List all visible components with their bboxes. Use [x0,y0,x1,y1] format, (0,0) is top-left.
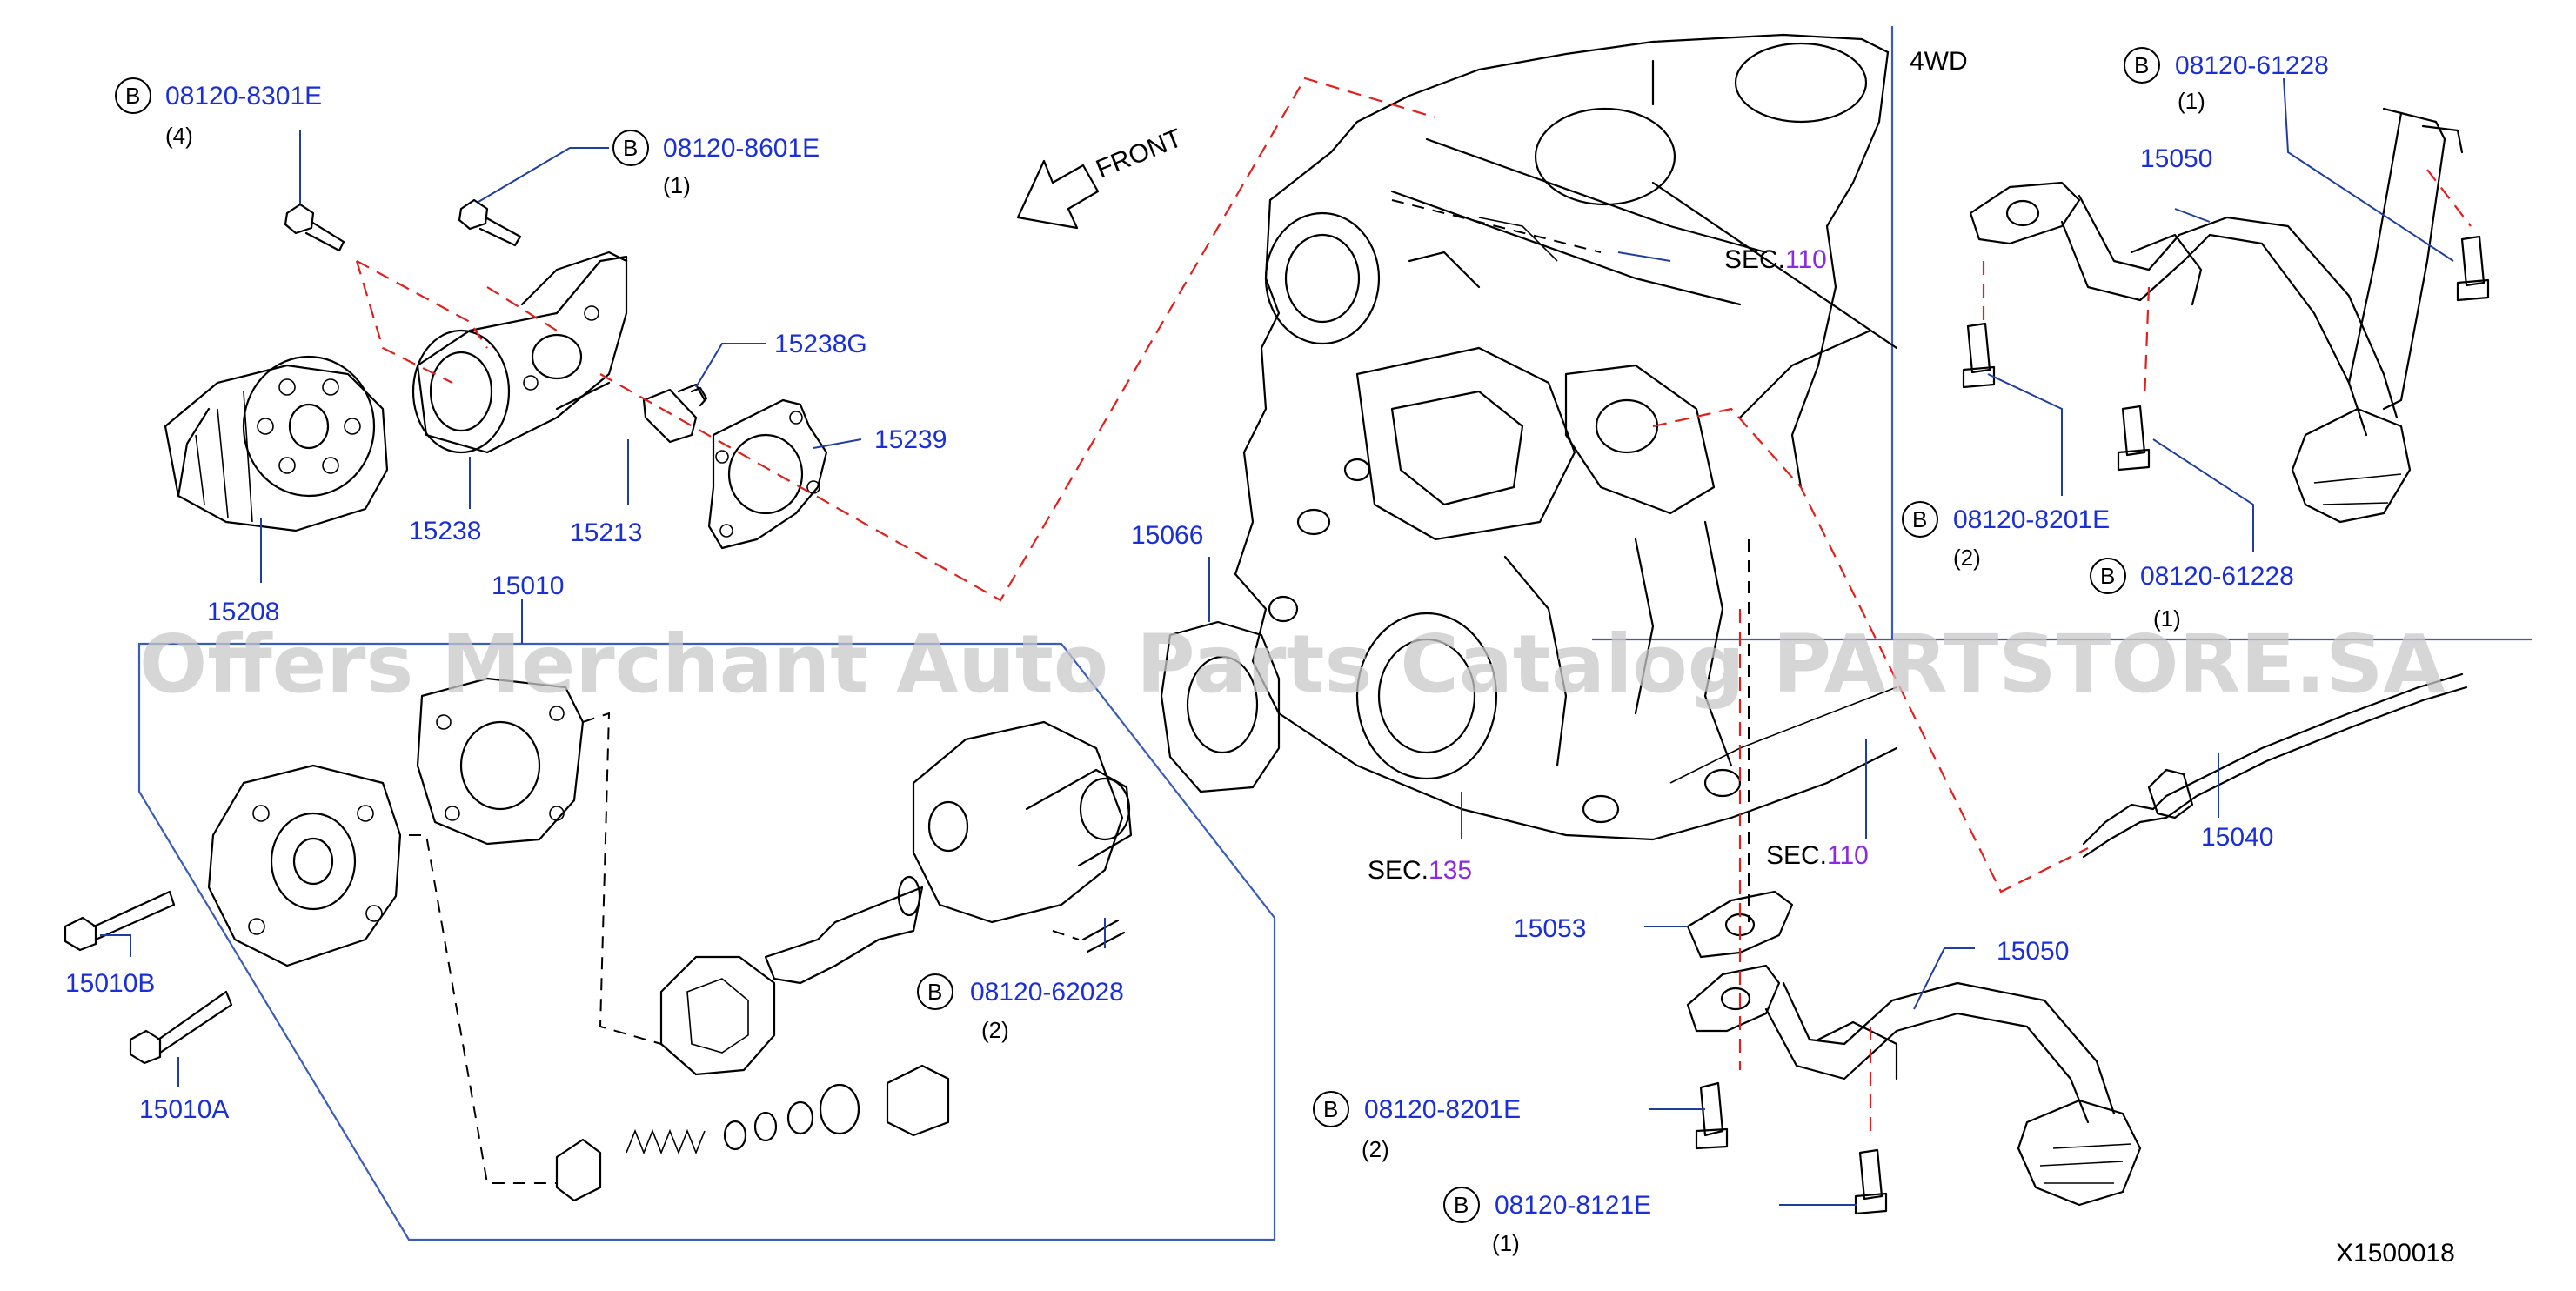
part-15208[interactable]: 15208 [207,598,279,626]
oil-filter-drawing [164,355,389,532]
oil-strainer-main-drawing [1686,964,2142,1207]
oil-pump-exploded-box [137,642,1276,1241]
part-15238[interactable]: 15238 [409,517,481,545]
qty-08120-8121E: (1) [1492,1230,1520,1256]
qty-08120-61228-top: (1) [2178,88,2205,114]
badge-08120-8121E: B [1443,1187,1480,1223]
part-08120-8301E[interactable]: 08120-8301E [165,82,322,110]
dipstick-drawing [2082,672,2468,859]
leader-lines [100,77,2454,1206]
part-15050-main[interactable]: 15050 [1997,937,2069,966]
oil-filter-bracket-drawing [411,251,628,454]
part-15010A[interactable]: 15010A [139,1095,229,1124]
badge-08120-61228-bottom: B [2090,558,2126,594]
sec-135[interactable]: SEC.135 [1368,856,1472,885]
part-08120-8121E[interactable]: 08120-8121E [1495,1191,1651,1220]
badge-letter: B [927,979,942,1005]
part-08120-8201E-main[interactable]: 08120-8201E [1364,1095,1521,1124]
sec-number: 110 [1785,245,1827,274]
watermark: Offers Merchant Auto Parts Catalog PARTS… [139,618,2446,711]
four-wd-label: 4WD [1910,47,1968,76]
panel-dividers [1592,26,2532,641]
part-15050-4wd[interactable]: 15050 [2140,144,2212,173]
bolts-top-left [284,198,522,252]
badge-letter: B [125,83,140,109]
part-15010B[interactable]: 15010B [65,969,155,998]
part-15213[interactable]: 15213 [570,518,642,547]
sec-number: 135 [1429,856,1472,885]
oil-pump-drawing [64,677,1133,1202]
gasket-15066-drawing [1160,620,1281,793]
strainer-bolts [1695,235,2490,1215]
badge-letter: B [2100,563,2115,589]
sec-prefix: SEC. [1724,245,1785,274]
sec-110-bottom[interactable]: SEC.110 [1766,841,1869,870]
front-arrow [1016,159,1100,230]
badge-letter: B [1454,1192,1469,1218]
part-15238G[interactable]: 15238G [774,330,867,358]
part-08120-8601E[interactable]: 08120-8601E [663,134,820,163]
relief-valve-drawing [642,383,708,444]
part-08120-8201E-4wd[interactable]: 08120-8201E [1953,505,2110,534]
engine-block-drawing [1234,33,1898,841]
gasket-15053-drawing [1686,890,1794,959]
qty-08120-8301E: (4) [165,123,193,149]
sec-number: 110 [1827,841,1869,870]
gasket-15239-drawing [707,398,828,550]
qty-08120-62028: (2) [981,1017,1009,1043]
badge-letter: B [1912,506,1927,532]
part-15010[interactable]: 15010 [492,572,564,600]
badge-letter: B [2134,52,2149,78]
part-08120-61228-bottom[interactable]: 08120-61228 [2140,562,2294,591]
part-15040[interactable]: 15040 [2201,823,2273,852]
sec-110-top[interactable]: SEC.110 [1724,245,1827,274]
assembly-lines-black [409,199,1750,1184]
badge-08120-8301E: B [115,77,151,114]
qty-08120-8201E-4wd: (2) [1953,545,1981,571]
badge-letter: B [623,135,638,161]
part-15239[interactable]: 15239 [874,425,947,454]
badge-08120-8201E-main: B [1313,1091,1349,1127]
front-label: FRONT [1092,124,1186,184]
badge-08120-61228-top: B [2124,47,2160,84]
drawing-code: X1500018 [2336,1239,2455,1268]
part-15066[interactable]: 15066 [1131,521,1203,550]
oil-strainer-4wd-drawing [1969,107,2464,524]
part-08120-62028[interactable]: 08120-62028 [970,978,1124,1007]
badge-08120-62028: B [917,973,953,1010]
badge-08120-8201E-4wd: B [1902,501,1938,538]
sec-prefix: SEC. [1368,856,1429,885]
assembly-lines-red [355,77,2472,1131]
part-15053[interactable]: 15053 [1514,914,1586,943]
badge-letter: B [1323,1096,1338,1122]
qty-08120-8201E-main: (2) [1362,1136,1389,1162]
sec-prefix: SEC. [1766,841,1827,870]
part-08120-61228-top[interactable]: 08120-61228 [2175,51,2329,80]
qty-08120-8601E: (1) [663,172,691,198]
qty-08120-61228-bottom: (1) [2153,605,2181,632]
badge-08120-8601E: B [612,130,649,166]
